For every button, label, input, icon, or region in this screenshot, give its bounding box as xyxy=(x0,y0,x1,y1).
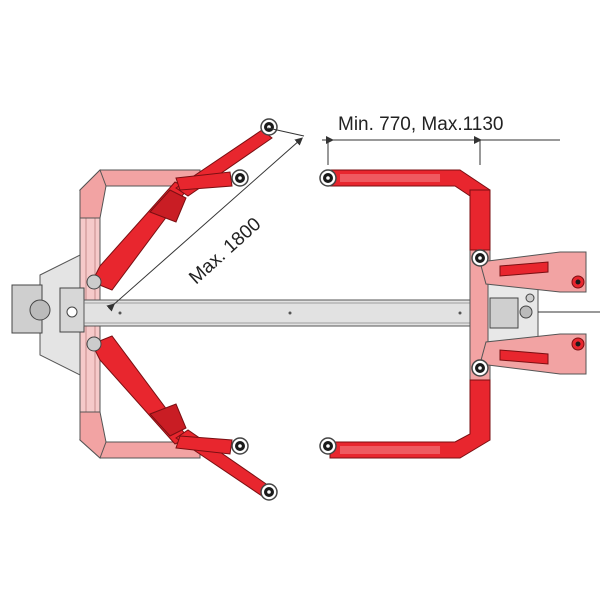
reach-dimension xyxy=(106,127,305,312)
right-lower-swing-pad-icon xyxy=(471,359,489,377)
left-lower-frame xyxy=(78,411,201,459)
left-upper-arm xyxy=(86,129,273,291)
width-range-label: Min. 770, Max.1130 xyxy=(338,114,503,135)
left-base-plate xyxy=(11,254,85,376)
right-upper-pad-icon xyxy=(319,169,337,187)
left-lower-far-pad-icon xyxy=(260,483,278,501)
left-upper-far-pad-icon xyxy=(260,118,278,136)
right-lower-arm xyxy=(329,379,491,459)
right-upper-arm xyxy=(329,169,491,251)
width-dimension xyxy=(322,136,560,165)
right-lower-pad-icon xyxy=(319,437,337,455)
crossbeam xyxy=(83,299,497,327)
right-upper-swing-pad-icon xyxy=(471,249,489,267)
left-lower-arm xyxy=(86,335,273,497)
left-upper-near-pad-icon xyxy=(231,169,249,187)
right-lower-swing-arm xyxy=(479,333,587,375)
left-lower-near-pad-icon xyxy=(231,437,249,455)
arm-reach-label: Max. 1800 xyxy=(185,214,265,289)
right-upper-swing-arm xyxy=(479,251,587,293)
